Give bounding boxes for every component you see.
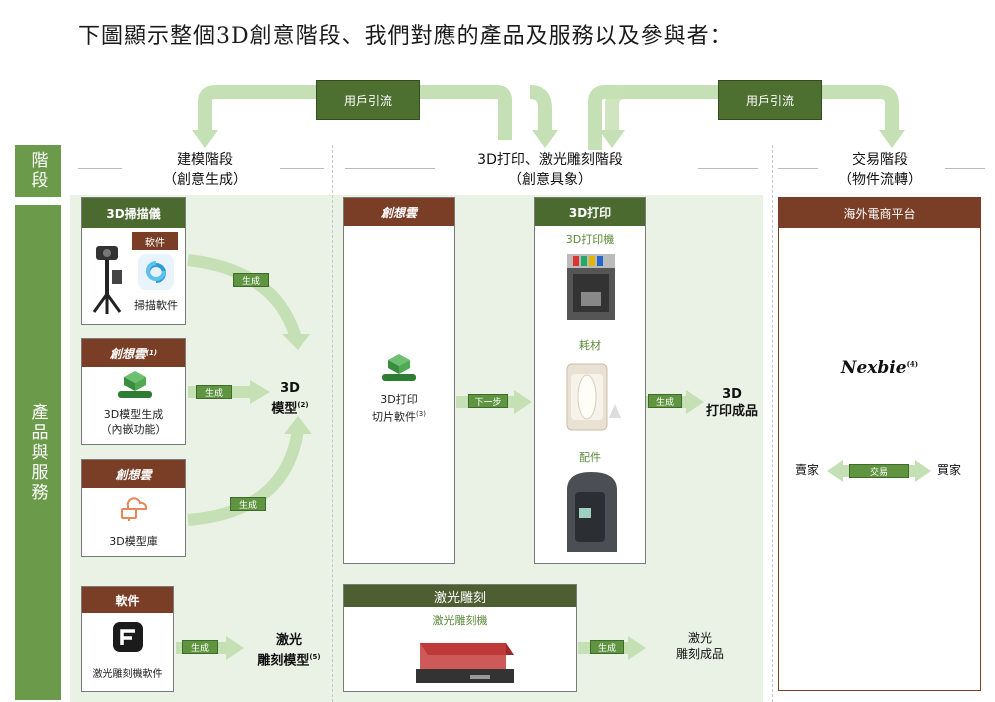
result-laser-engraving: 激光 雕刻成品 <box>675 631 724 661</box>
printer-label: 3D打印機 <box>565 233 615 246</box>
scanner-card: 3D掃描儀 軟件 掃描軟件 <box>81 197 186 325</box>
printing-card: 3D打印 3D打印機 耗材 配件 <box>534 197 646 564</box>
slicer-card: 創想雲 3D打印 切片軟件(3) <box>343 197 455 564</box>
cloud-generation-header: 創想雲(1) <box>82 339 185 367</box>
result-laser-model: 激光 雕刻模型(5) <box>257 633 321 669</box>
flow-arrow-right-to-print <box>605 85 626 132</box>
trade-label: 交易 <box>849 464 909 478</box>
filament-image <box>566 363 621 431</box>
filament-label: 耗材 <box>579 339 601 352</box>
page-title: 下圖顯示整個3D創意階段、我們對應的產品及服務以及參與者： <box>78 24 733 49</box>
next-step-label: 下一步 <box>468 394 508 408</box>
slicer-3d-print-icon <box>382 354 416 381</box>
scanner-device-icon <box>92 246 122 314</box>
stage-trading-header: 交易階段 （物件流轉） <box>838 152 922 188</box>
accessory-image <box>567 472 617 552</box>
print-generate-label: 生成 <box>648 394 682 408</box>
parts-label: 配件 <box>579 451 601 464</box>
laser-software-icon <box>113 622 143 652</box>
generate-label-cloud: 生成 <box>196 385 232 399</box>
ecommerce-header: 海外電商平台 <box>779 198 980 228</box>
model-library-icon <box>121 497 148 521</box>
laser-generate-label: 生成 <box>182 640 218 654</box>
cloud-3d-print-icon <box>118 371 152 398</box>
laser-header: 激光雕刻 <box>344 585 576 607</box>
laser-software-header: 軟件 <box>82 587 173 613</box>
scanner-header: 3D掃描儀 <box>82 198 185 228</box>
flow-arrow-left-to-print <box>529 85 552 132</box>
slicer-caption: 3D打印 切片軟件(3) <box>372 393 426 424</box>
scanner-software-tag: 軟件 <box>132 232 178 250</box>
stage-sidebar-tag: 階段 <box>15 145 61 197</box>
scanner-caption: 掃描軟件 <box>134 299 178 312</box>
result-3d-model: 3D 模型(2) <box>271 381 309 417</box>
cloud-library-header: 創想雲 <box>82 460 185 488</box>
cloud-generation-text: 3D模型生成 （內嵌功能） <box>100 408 167 436</box>
stage-modeling-header: 建模階段 （創意生成） <box>163 152 247 188</box>
printing-header: 3D打印 <box>535 198 645 226</box>
generate-label-library: 生成 <box>230 497 266 511</box>
user-flow-arrows <box>192 85 905 150</box>
flow-arrowhead-right-a <box>879 130 905 148</box>
laser-software-card: 軟件 激光雕刻機軟件 <box>81 586 174 692</box>
products-sidebar-tag: 產品與服務 <box>15 205 61 700</box>
ecommerce-card: 海外電商平台 Nexbie(4) 賣家 買家 交易 <box>778 197 981 691</box>
laser-engraver-image <box>416 643 514 683</box>
nexbie-brand: Nexbie(4) <box>840 358 919 378</box>
flow-arrowhead-right-b <box>599 130 625 148</box>
scan-software-icon <box>138 254 174 290</box>
laser-machine-label: 激光雕刻機 <box>432 614 488 627</box>
result-3d-print: 3D 打印成品 <box>705 387 758 419</box>
user-flow-label-right: 用戶引流 <box>718 80 822 120</box>
slicer-header: 創想雲 <box>344 198 454 226</box>
laser-software-caption: 激光雕刻機軟件 <box>92 669 163 680</box>
stage-printing-header: 3D打印、激光雕刻階段 （創意具象） <box>477 152 623 188</box>
3d-printer-image <box>567 254 615 320</box>
generate-label-scanner: 生成 <box>233 273 269 287</box>
flow-arrowhead-left-b <box>532 130 558 148</box>
buyer-label: 買家 <box>936 463 961 477</box>
cloud-library-caption: 3D模型庫 <box>109 535 158 548</box>
user-flow-label-left: 用戶引流 <box>316 80 420 120</box>
laser-output-label: 生成 <box>590 640 624 654</box>
cloud-generation-card: 創想雲(1) 3D模型生成 （內嵌功能） <box>81 338 186 445</box>
seller-label: 賣家 <box>794 463 819 477</box>
cloud-library-card: 創想雲 3D模型庫 <box>81 459 186 557</box>
flow-arrowhead-left-a <box>192 130 218 148</box>
laser-card: 激光雕刻 激光雕刻機 <box>343 584 577 692</box>
